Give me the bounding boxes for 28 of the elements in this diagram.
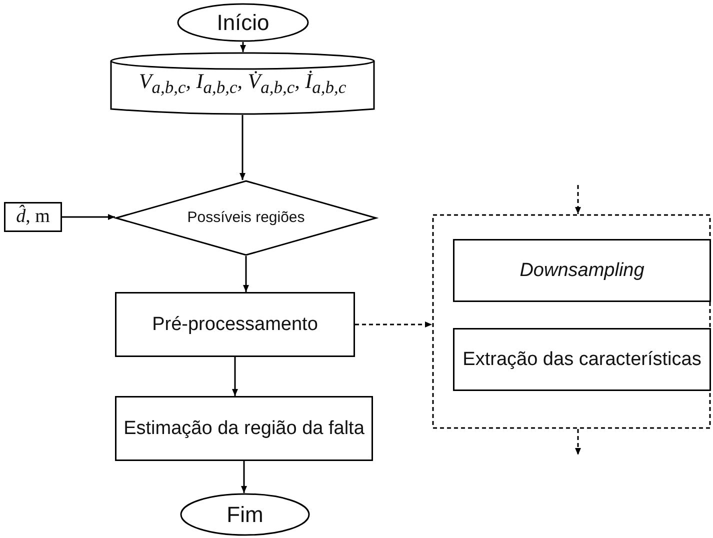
decision-diamond (115, 180, 377, 256)
node-label: Extração das características (462, 348, 702, 370)
node-label: Downsampling (520, 260, 644, 282)
arrow (243, 256, 249, 292)
arrow (240, 42, 246, 52)
node-label: Possíveis regiões (187, 209, 305, 227)
input-box (4, 202, 62, 232)
node-label: Pré-processamento (152, 314, 318, 336)
process-box (453, 239, 711, 302)
process-box (115, 396, 373, 461)
end-terminal (180, 493, 310, 536)
dashed-group-box (432, 214, 711, 429)
arrow (575, 185, 581, 214)
data-store (110, 52, 375, 115)
arrow (241, 461, 247, 493)
start-terminal (177, 3, 309, 42)
process-box (453, 328, 711, 391)
arrow (62, 214, 115, 220)
arrow (240, 115, 246, 180)
arrow (355, 322, 432, 328)
arrow (232, 357, 238, 396)
arrow (575, 429, 581, 455)
node-label: Início (216, 10, 270, 36)
node-label: Estimação da região da falta (124, 418, 364, 440)
node-label: Fim (226, 502, 264, 528)
math-label: d̂, m (16, 206, 50, 228)
math-label: V$_{a,b,c}$, I$_{a,b,c}$, V̇$_{a,b,c}$, İ$_{a,b,c}$ (138, 69, 346, 98)
process-box (115, 292, 355, 357)
